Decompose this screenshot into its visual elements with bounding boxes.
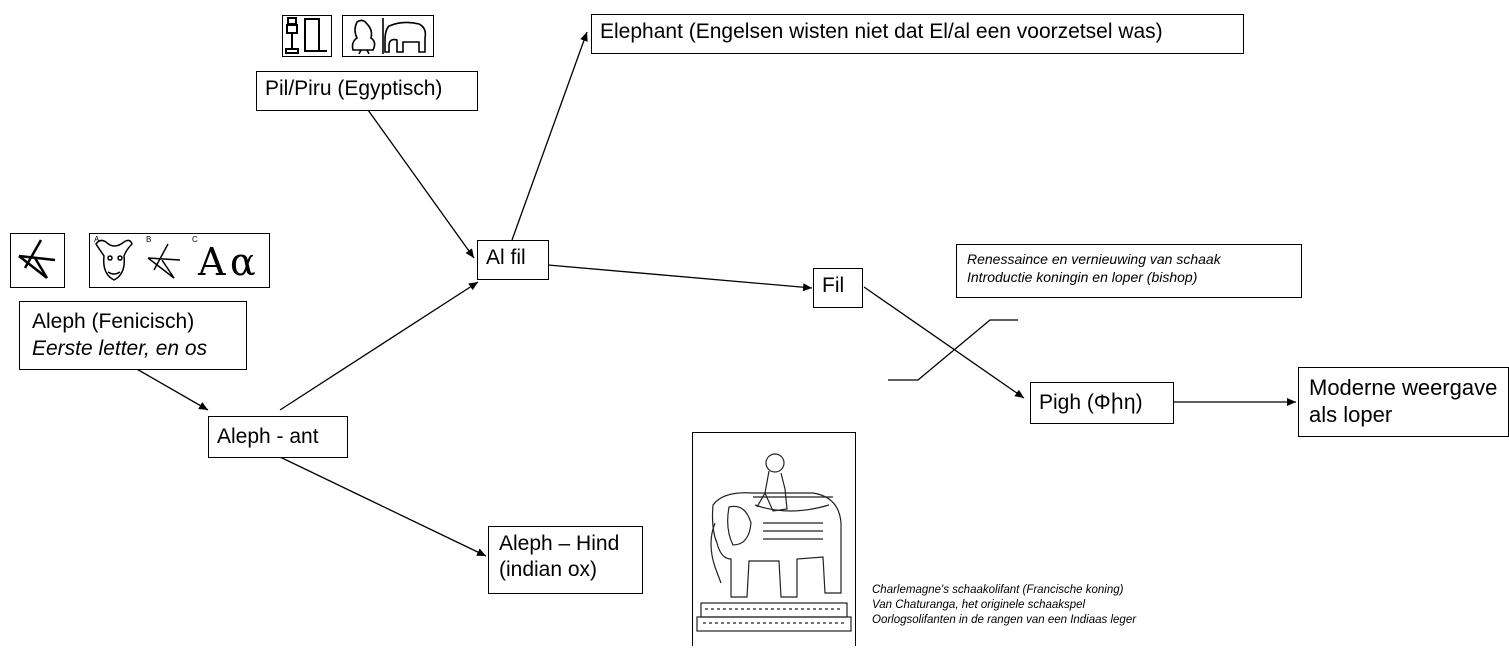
arrow-fil-pigh bbox=[863, 286, 1025, 399]
aleph-glyph-box bbox=[10, 233, 65, 288]
charlemagne-line2: Van Chaturanga, het originele schaakspel bbox=[872, 599, 1086, 611]
fil-node: Fil bbox=[813, 268, 863, 308]
arrow-alfil-fil bbox=[547, 264, 813, 292]
aleph-fenicisch-node: Aleph (Fenicisch) Eerste letter, en os bbox=[19, 301, 247, 370]
pigh-label: Pigh (Φիη) bbox=[1039, 391, 1143, 414]
aleph-hind-line2: (indian ox) bbox=[499, 558, 598, 581]
greek-alpha-glyph: α bbox=[230, 240, 256, 284]
pil-hieroglyph-image bbox=[282, 15, 332, 57]
moderne-line2: als loper bbox=[1309, 402, 1393, 427]
charlemagne-line3: Oorlogsolifanten in de rangen van een In… bbox=[872, 614, 1137, 626]
hieroglyph-icon bbox=[285, 17, 327, 54]
aleph-ant-label: Aleph - ant bbox=[217, 425, 319, 448]
piru-hieroglyph-image bbox=[342, 15, 434, 57]
charlemagne-line1: Charlemagne's schaakolifant (Francische … bbox=[872, 584, 1124, 596]
arrow-alfil-elephant bbox=[511, 31, 588, 241]
al-fil-node: Al fil bbox=[477, 240, 549, 280]
renaissance-note: Renessaince en vernieuwing van schaak In… bbox=[956, 244, 1302, 298]
aleph-hind-line1: Aleph – Hind bbox=[499, 532, 620, 555]
elephant-node: Elephant (Engelsen wisten niet dat El/al… bbox=[591, 14, 1244, 54]
bird-elephant-icon bbox=[351, 18, 427, 55]
al-fil-label: Al fil bbox=[486, 246, 526, 269]
ox-head-icon bbox=[95, 239, 181, 281]
charlemagne-note: Charlemagne's schaakolifant (Francische … bbox=[872, 583, 1232, 628]
label-a: A bbox=[94, 235, 100, 244]
pil-piru-label: Pil/Piru (Egyptisch) bbox=[265, 77, 443, 100]
elephant-chesspiece-icon bbox=[696, 453, 852, 632]
charlemagne-elephant-image bbox=[692, 432, 856, 646]
arrow-alephant-alephhind bbox=[279, 456, 487, 557]
aleph-hind-node: Aleph – Hind (indian ox) bbox=[488, 526, 643, 594]
arrow-aleph-alephant bbox=[134, 367, 209, 411]
pigh-node: Pigh (Φիη) bbox=[1030, 382, 1174, 424]
fil-label: Fil bbox=[822, 274, 845, 297]
renaissance-line2: Introductie koningin en loper (bishop) bbox=[967, 269, 1198, 285]
latin-a-glyph: A bbox=[198, 240, 226, 284]
aleph-ant-node: Aleph - ant bbox=[208, 416, 348, 458]
label-c: C bbox=[192, 235, 198, 244]
alphabet-evolution-box: A B C A α bbox=[89, 233, 270, 288]
moderne-line1: Moderne weergave bbox=[1309, 375, 1498, 400]
arrow-alephant-alfil bbox=[279, 281, 479, 411]
aleph-icon bbox=[18, 239, 56, 279]
pil-piru-node: Pil/Piru (Egyptisch) bbox=[256, 71, 478, 111]
moderne-node: Moderne weergave als loper bbox=[1298, 367, 1509, 437]
aleph-title: Aleph (Fenicisch) bbox=[32, 310, 195, 333]
arrow-pilpiru-alfil bbox=[367, 109, 475, 259]
label-b: B bbox=[146, 235, 152, 244]
elephant-label: Elephant (Engelsen wisten niet dat El/al… bbox=[600, 20, 1163, 43]
callout-line bbox=[888, 319, 1018, 381]
aleph-subtitle: Eerste letter, en os bbox=[32, 337, 208, 360]
renaissance-line1: Renessaince en vernieuwing van schaak bbox=[967, 251, 1221, 267]
